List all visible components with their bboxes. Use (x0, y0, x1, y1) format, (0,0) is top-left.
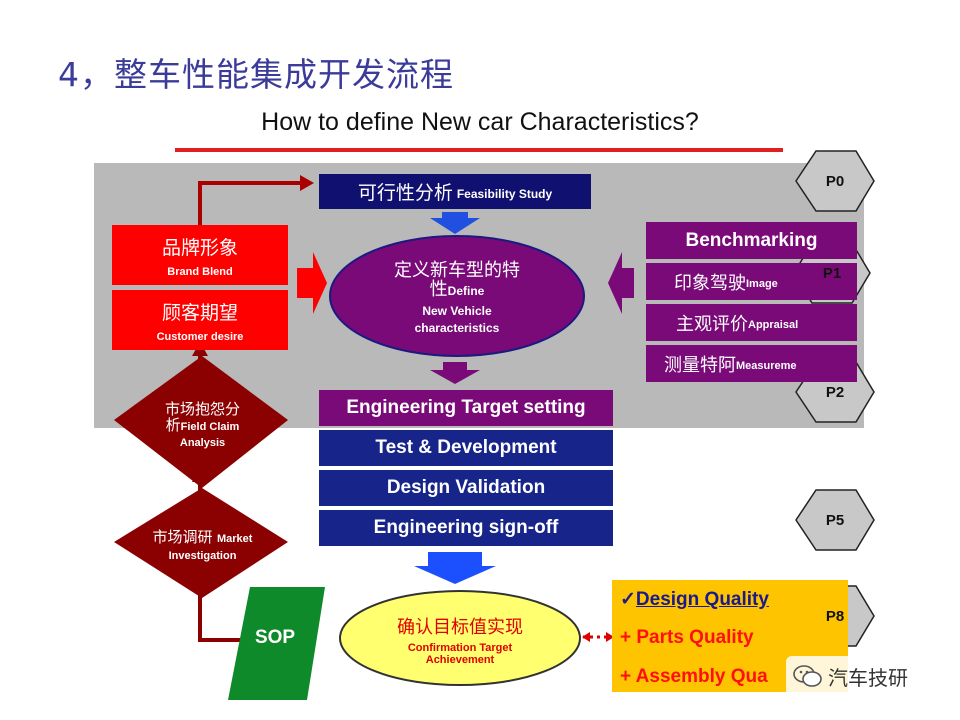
confirmation-ellipse (339, 590, 581, 686)
phase-p0-shape (795, 150, 875, 212)
field-claim-label: 市场抱怨分 析Field Claim Analysis (140, 395, 265, 455)
feasibility-cn: 可行性分析 (357, 182, 453, 204)
define-label: 定义新车型的特 性Define New Vehicle characterist… (340, 250, 574, 346)
image-cn: 印象驾驶 (674, 272, 746, 294)
phase-p2-label: P2 (825, 383, 845, 401)
phase-p5-shape (795, 489, 875, 551)
phase-p1-label: P1 (822, 264, 842, 282)
field-claim-diamond (114, 356, 288, 488)
customer-en: Customer desire (156, 330, 244, 343)
ellipse-down-arrow (430, 362, 480, 384)
right-input-arrow (608, 252, 634, 314)
field-claim-en1: Field Claim (180, 421, 240, 433)
market-cn: 市场调研 (152, 528, 213, 546)
appraisal-cn: 主观评价 (676, 313, 748, 335)
slide-title: 4，整车性能集成开发流程 (58, 55, 454, 94)
define-en3: characteristics (414, 321, 500, 335)
subtitle: How to define New car Characteristics? (261, 108, 699, 136)
brand-blend-box: 品牌形象 Brand Blend (112, 225, 288, 285)
quality-design: Design Quality (635, 589, 769, 610)
phase-p8-label: P8 (825, 607, 845, 625)
measurement-cn: 测量特阿 (664, 354, 736, 376)
sop-parallelogram (228, 587, 325, 700)
feasibility-down-arrow (430, 212, 480, 234)
quality-assembly: + Assembly Qua (620, 666, 768, 687)
brand-to-feasibility-arrowhead (300, 175, 314, 191)
sop-return-line (198, 578, 258, 642)
measurement-box: 测量特阿 Measureme (646, 345, 857, 382)
quality-check-icon: ✓ (620, 589, 636, 610)
field-claim-cn1: 市场抱怨分 (164, 400, 240, 418)
confirmation-label: 确认目标值实现 Confirmation Target Achievement (370, 608, 550, 670)
market-diamond (114, 488, 288, 598)
confirmation-en2: Achievement (425, 653, 495, 666)
watermark-text: 汽车技研 (828, 666, 908, 690)
image-en: Image (746, 277, 778, 290)
benchmarking-box: Benchmarking (646, 222, 857, 259)
define-ellipse (329, 235, 585, 357)
quality-link-arrowtail (582, 632, 590, 642)
title-underline (175, 148, 783, 152)
feasibility-en: Feasibility Study (456, 186, 553, 201)
brand-to-feasibility-connector (198, 181, 300, 225)
confirmation-cn: 确认目标值实现 (397, 616, 523, 638)
brand-cn: 品牌形象 (161, 236, 238, 259)
quality-link-arrowhead (606, 632, 614, 642)
quality-parts: + Parts Quality (620, 627, 754, 648)
image-box: 印象驾驶 Image (646, 263, 857, 300)
measurement-en: Measureme (736, 359, 797, 372)
benchmarking-label: Benchmarking (685, 229, 818, 251)
define-en2: New Vehicle (422, 304, 492, 318)
market-en2: Investigation (168, 550, 237, 562)
step-design-validation: Design Validation (319, 470, 613, 506)
confirmation-en1: Confirmation Target (407, 641, 513, 654)
define-en-inline: Define (447, 284, 485, 298)
market-en1: Market (217, 533, 253, 545)
sop-label: SOP (254, 627, 296, 648)
step-test-development: Test & Development (319, 430, 613, 466)
left-input-arrow (297, 252, 327, 314)
field-claim-cn2: 析 (165, 416, 181, 434)
step-engineering-target-setting: Engineering Target setting (319, 390, 613, 426)
customer-cn: 顾客期望 (161, 301, 238, 324)
market-label: 市场调研 Market Investigation (130, 522, 275, 566)
field-claim-en2: Analysis (179, 437, 226, 449)
feasibility-study-box: 可行性分析 Feasibility Study (319, 174, 591, 209)
phase-p0-label: P0 (825, 172, 845, 190)
brand-en: Brand Blend (167, 265, 233, 278)
phase-p5-label: P5 (825, 511, 845, 529)
appraisal-box: 主观评价 Appraisal (646, 304, 857, 341)
wechat-icon (793, 665, 822, 687)
appraisal-en: Appraisal (748, 318, 799, 331)
define-cn2: 性 (429, 279, 448, 300)
signoff-down-arrow (414, 552, 496, 584)
define-cn1: 定义新车型的特 (394, 260, 520, 281)
step-engineering-sign-off: Engineering sign-off (319, 510, 613, 546)
customer-desire-box: 顾客期望 Customer desire (112, 290, 288, 350)
